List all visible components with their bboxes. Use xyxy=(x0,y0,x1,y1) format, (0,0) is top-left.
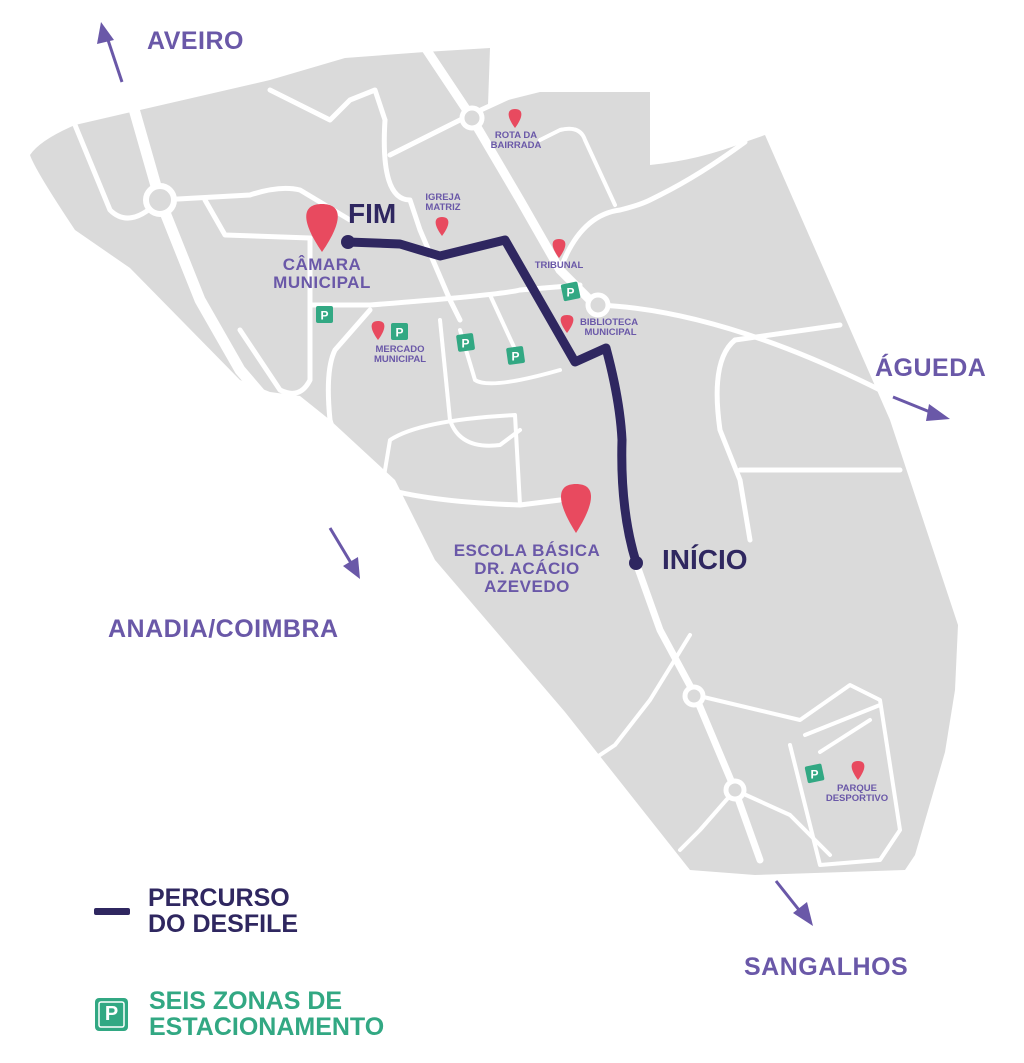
poi-label-escola-basica: ESCOLA BÁSICA DR. ACÁCIO AZEVEDO xyxy=(453,541,601,596)
parking-icon: P xyxy=(506,346,525,365)
pin-camara-icon xyxy=(306,204,338,252)
parking-signs: P P P P P P xyxy=(316,281,825,784)
svg-text:P: P xyxy=(810,768,818,782)
direction-label-anadia-coimbra: ANADIA/COIMBRA xyxy=(108,615,339,643)
svg-text:P: P xyxy=(461,337,469,351)
arrow-sangalhos-icon xyxy=(774,880,813,926)
legend-route-label: PERCURSO DO DESFILE xyxy=(148,884,299,939)
pin-igreja-icon xyxy=(435,217,449,236)
legend-parking-symbol: P xyxy=(104,1003,119,1025)
parking-icon: P xyxy=(316,306,333,323)
route-end-label: FIM xyxy=(348,198,397,229)
arrow-aveiro-icon xyxy=(97,22,124,83)
arrow-agueda-icon xyxy=(892,395,950,421)
route-start-dot xyxy=(629,556,643,570)
legend-route-swatch-icon xyxy=(94,908,130,915)
poi-label-tribunal: TRIBUNAL xyxy=(534,260,584,271)
parking-icon: P xyxy=(804,763,825,784)
svg-text:P: P xyxy=(395,326,403,340)
route-start-label: INÍCIO xyxy=(662,544,748,575)
pin-mercado-icon xyxy=(371,321,385,340)
parking-icon: P xyxy=(391,323,408,340)
legend-parking-label: SEIS ZONAS DE ESTACIONAMENTO xyxy=(149,987,385,1042)
direction-arrows xyxy=(97,22,950,926)
direction-label-sangalhos: SANGALHOS xyxy=(744,953,909,981)
map-land-area xyxy=(30,48,958,875)
pin-rota-icon xyxy=(508,109,522,128)
poi-label-camara-municipal: CÂMARA MUNICIPAL xyxy=(273,255,371,292)
parade-route xyxy=(343,235,641,567)
legend-parking-icon xyxy=(95,998,128,1031)
svg-text:P: P xyxy=(511,350,519,364)
poi-label-parque-desportivo: PARQUE DESPORTIVO xyxy=(825,783,889,804)
map-pins xyxy=(306,109,865,780)
pin-parque-icon xyxy=(851,761,865,780)
pin-biblioteca-icon xyxy=(560,315,574,333)
pin-escola-icon xyxy=(560,484,592,533)
poi-label-rota-da-bairrada: ROTA DA BAIRRADA xyxy=(490,130,542,151)
direction-label-aveiro: AVEIRO xyxy=(147,27,244,55)
poi-label-igreja-matriz: IGREJA MATRIZ xyxy=(425,192,461,213)
poi-label-biblioteca-municipal: BIBLIOTECA MUNICIPAL xyxy=(580,317,639,338)
parking-icon: P xyxy=(456,333,475,352)
roads xyxy=(72,35,903,867)
poi-label-mercado-municipal: MERCADO MUNICIPAL xyxy=(373,344,427,365)
direction-label-agueda: ÁGUEDA xyxy=(875,354,987,382)
svg-text:P: P xyxy=(566,286,574,300)
parking-icon: P xyxy=(560,281,581,302)
svg-text:P: P xyxy=(320,309,328,323)
route-end-dot xyxy=(341,235,355,249)
pin-tribunal-icon xyxy=(552,239,566,258)
arrow-anadia-icon xyxy=(328,527,360,579)
